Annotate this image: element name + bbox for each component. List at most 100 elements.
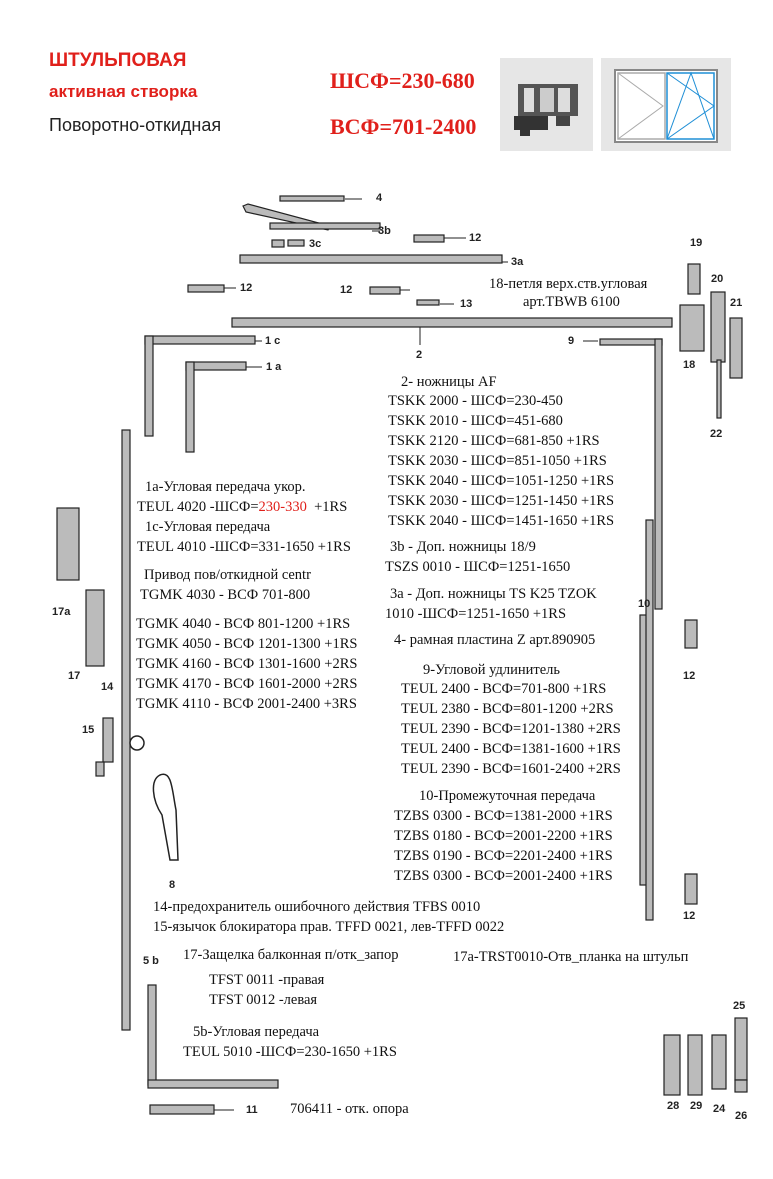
label-part-5b: 5 b [143, 955, 159, 967]
part-22-pin [716, 359, 722, 419]
part-8-handle [152, 773, 179, 861]
tskk-row-1: TSKK 2010 - ШСФ=451-680 [388, 413, 563, 429]
teul-row-2: TEUL 2390 - ВСФ=1201-1380 +2RS [401, 721, 621, 737]
dim-height: ВСФ=701-2400 [330, 114, 477, 139]
label-part-2: 2 [416, 349, 423, 361]
part-28 [663, 1034, 681, 1096]
part-17-balcony-catch [85, 589, 105, 667]
note-1c-item: TEUL 4010 -ШСФ=331-1650 +1RS [137, 539, 351, 555]
part-19 [687, 263, 701, 295]
label-part-1c: 1 c [265, 335, 281, 347]
tskk-row-2: TSKK 2120 - ШСФ=681-850 +1RS [388, 433, 600, 449]
part-1c-corner-drive [144, 335, 256, 345]
title-shtulp: ШТУЛЬПОВАЯ [49, 50, 187, 71]
tskk-row-6: TSKK 2040 - ШСФ=1451-1650 +1RS [388, 513, 615, 529]
tfst-right: TFST 0011 -правая [209, 972, 325, 988]
label-part-17a: 17a [52, 606, 71, 618]
note-4-frame-plate: 4- рамная пластина Z арт.890905 [394, 632, 596, 648]
dim-width: ШСФ=230-680 [330, 68, 475, 93]
title-tilt-turn: Поворотно-откидная [49, 115, 222, 135]
label-part-12-top: 12 [469, 232, 482, 244]
label-part-12-mid: 12 [340, 284, 353, 296]
drive-gear-cog [129, 735, 145, 751]
part-5b-corner-drive [147, 984, 157, 1086]
part-25 [734, 1017, 748, 1081]
label-part-25: 25 [733, 1000, 746, 1012]
label-part-10: 10 [638, 598, 651, 610]
label-part-3b: 3b [378, 225, 391, 237]
label-part-12-right-lower: 12 [683, 910, 696, 922]
teul-row-1: TEUL 2380 - ВСФ=801-1200 +2RS [401, 701, 614, 717]
part-15-lock-tongue [95, 761, 105, 777]
label-part-19: 19 [690, 237, 703, 249]
label-part-3a: 3a [511, 256, 524, 268]
label-part-9: 9 [568, 335, 575, 347]
part-3a-scissors [239, 254, 503, 264]
tzbs-row-3: TZBS 0300 - ВСФ=2001-2400 +1RS [394, 868, 613, 884]
label-part-1a: 1 a [266, 361, 282, 373]
part-18-hinge [679, 304, 705, 352]
tfst-left: TFST 0012 -левая [209, 992, 318, 1008]
tskk-row-3: TSKK 2030 - ШСФ=851-1050 +1RS [388, 453, 607, 469]
part-9-corner-extension [599, 338, 663, 346]
label-part-14: 14 [101, 681, 114, 693]
part-21 [729, 317, 743, 379]
note-17a-striker: 17a-TRST0010-Отв_планка на штульп [453, 949, 689, 965]
profile-section-thumbnail [500, 58, 593, 151]
part-24 [711, 1034, 727, 1090]
tgmk-row-4: TGMK 4110 - ВСФ 2001-2400 +3RS [136, 696, 357, 712]
note-3a-item: 1010 -ШСФ=1251-1650 +1RS [385, 606, 567, 622]
part-drive-gear-rail [121, 429, 131, 1031]
window-scheme-thumbnail [601, 58, 731, 151]
teul-row-0: TEUL 2400 - ВСФ=701-800 +1RS [401, 681, 607, 697]
tskk-row-0: TSKK 2000 - ШСФ=230-450 [388, 393, 563, 409]
label-part-20: 20 [711, 273, 724, 285]
part-29 [687, 1034, 703, 1096]
tgmk-row-3: TGMK 4170 - ВСФ 1601-2000 +2RS [136, 676, 358, 692]
part-12-left [187, 284, 225, 293]
note-14: 14-предохранитель ошибочного действия TF… [153, 899, 481, 915]
label-part-22: 22 [710, 428, 723, 440]
part-1a-corner-drive-short [185, 361, 247, 371]
note-706411: 706411 - отк. опора [290, 1101, 409, 1117]
note-17-balcony-catch: 17-Защелка балконная п/отк_запор [183, 947, 399, 963]
part-11-tilt-support [149, 1104, 215, 1115]
label-part-18: 18 [683, 359, 696, 371]
note-9-extension: 9-Угловой удлинитель [423, 662, 560, 678]
note-3b-item: TSZS 0010 - ШСФ=1251-1650 [385, 559, 571, 575]
label-part-29: 29 [690, 1100, 703, 1112]
label-part-3c: 3c [309, 238, 322, 250]
part-17a-striker [56, 507, 80, 581]
label-part-4: 4 [376, 192, 383, 204]
note-drive: Привод пов/откидной centr [144, 567, 311, 583]
tzbs-row-1: TZBS 0180 - ВСФ=2001-2200 +1RS [394, 828, 613, 844]
tskk-row-4: TSKK 2040 - ШСФ=1051-1250 +1RS [388, 473, 615, 489]
label-part-12-right-upper: 12 [683, 670, 696, 682]
part-14-fault-guard [102, 717, 114, 763]
part-2-scissors-af [231, 317, 673, 328]
part-3b-bar [269, 222, 381, 230]
note-2-scissors: 2- ножницы AF [401, 374, 497, 390]
tzbs-row-0: TZBS 0300 - ВСФ=1381-2000 +1RS [394, 808, 613, 824]
note-1c-corner: 1c-Угловая передача [145, 519, 271, 535]
part-20 [710, 291, 726, 363]
tgmk-row-0: TGMK 4040 - ВСФ 801-1200 +1RS [136, 616, 351, 632]
note-15: 15-язычок блокиратора прав. TFFD 0021, л… [153, 919, 505, 935]
label-part-24: 24 [713, 1103, 726, 1115]
label-part-28: 28 [667, 1100, 680, 1112]
part-12-right-upper [684, 619, 698, 649]
note-18-article: арт.TBWB 6100 [523, 294, 620, 310]
part-12-right-lower [684, 873, 698, 905]
label-part-17: 17 [68, 670, 81, 682]
note-1a-range: 230-330 [258, 499, 307, 515]
label-part-13: 13 [460, 298, 473, 310]
tgmk-row-1: TGMK 4050 - ВСФ 1201-1300 +1RS [136, 636, 358, 652]
note-5b: 5b-Угловая передача [193, 1024, 320, 1040]
tgmk-row-2: TGMK 4160 - ВСФ 1301-1600 +2RS [136, 656, 358, 672]
note-drive-item: TGMK 4030 - ВСФ 701-800 [140, 587, 311, 603]
tskk-row-5: TSKK 2030 - ШСФ=1251-1450 +1RS [388, 493, 615, 509]
note-18-hinge: 18-петля верх.ств.угловая [489, 276, 648, 292]
label-part-11: 11 [246, 1104, 258, 1116]
part-3c [271, 239, 285, 248]
